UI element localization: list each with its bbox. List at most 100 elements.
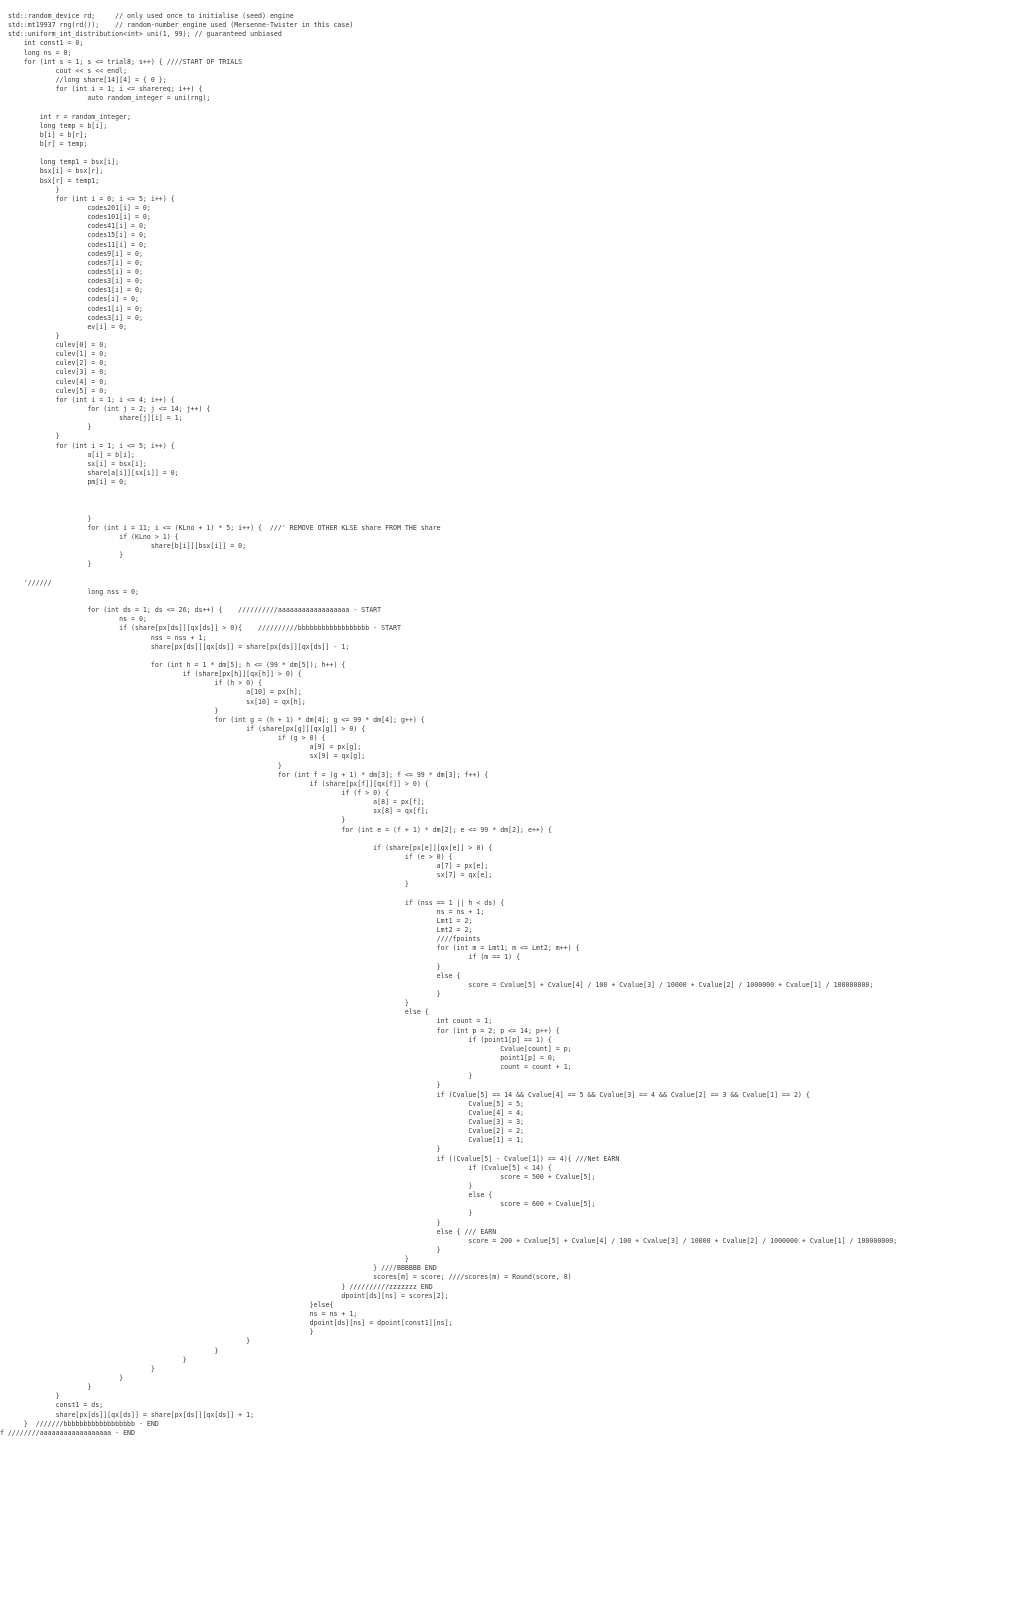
- code-line: a[8] = px[f];: [0, 798, 425, 807]
- code-line: for (int g = (h + 1) * dm[4]; g <= 99 * …: [0, 715, 425, 724]
- code-line: [0, 103, 1024, 112]
- code-line: }: [0, 706, 219, 715]
- code-line: for (int f = (g + 1) * dm[3]; f <= 99 * …: [0, 770, 489, 779]
- code-line: share[j][i] = 1;: [0, 414, 183, 423]
- code-line: if (KLno > 1) {: [0, 533, 179, 542]
- code-line: culev[3] = 0;: [0, 368, 108, 377]
- code-line: }: [0, 816, 346, 825]
- code-line: b[i] = b[r];: [0, 130, 88, 139]
- code-line: int r = random_integer;: [0, 112, 132, 121]
- code-line: }: [0, 1373, 124, 1382]
- code-line: codes41[i] = 0;: [0, 222, 147, 231]
- code-line: codes[i] = 0;: [0, 295, 139, 304]
- code-line: }: [0, 1364, 155, 1373]
- code-line: Lmt1 = 2;: [0, 916, 473, 925]
- code-line: codes5[i] = 0;: [0, 267, 143, 276]
- code-line: } //////////zzzzzzz END: [0, 1282, 433, 1291]
- code-line: Cvalue[1] = 1;: [0, 1136, 525, 1145]
- code-line: if (share[px[f]][qx[f]] > 0) {: [0, 779, 429, 788]
- code-line: }: [0, 1145, 441, 1154]
- code-line: [0, 506, 1024, 515]
- code-line: cout << s << endl;: [0, 66, 128, 75]
- code-line: std::uniform_int_distribution<int> uni(1…: [0, 30, 282, 39]
- code-line: }: [0, 1245, 441, 1254]
- code-line: }: [0, 962, 441, 971]
- code-line: }: [0, 990, 441, 999]
- code-line: codes3[i] = 0;: [0, 277, 143, 286]
- code-line: nss = nss + 1;: [0, 633, 207, 642]
- code-line: }: [0, 761, 282, 770]
- code-line: if (share[px[ds]][qx[ds]] > 0){ ////////…: [0, 624, 401, 633]
- code-line: if ((Cvalue[5] - Cvalue[1]) == 4){ ///Ne…: [0, 1154, 620, 1163]
- code-line: sx[8] = qx[f];: [0, 807, 429, 816]
- code-line: codes15[i] = 0;: [0, 231, 147, 240]
- code-line: '//////: [0, 578, 52, 587]
- code-line: }: [0, 1072, 473, 1081]
- code-line: sx[i] = bsx[i];: [0, 459, 147, 468]
- code-line: long temp = b[i];: [0, 121, 108, 130]
- code-line: if (g > 0) {: [0, 734, 326, 743]
- code-line: culev[2] = 0;: [0, 359, 108, 368]
- code-line: }: [0, 1328, 314, 1337]
- code-line: if (m == 1) {: [0, 953, 521, 962]
- code-line: for (int ds = 1; ds <= 26; ds++) { /////…: [0, 606, 382, 615]
- code-line: [0, 496, 1024, 505]
- code-line: Cvalue[5] = 5;: [0, 1099, 525, 1108]
- code-line: if (e > 0) {: [0, 852, 453, 861]
- code-line: Cvalue[3] = 3;: [0, 1118, 525, 1127]
- code-line: ns = ns + 1;: [0, 1309, 358, 1318]
- code-line: [0, 652, 1024, 661]
- code-line: a[10] = px[h];: [0, 688, 302, 697]
- code-line: if (Cvalue[5] < 14) {: [0, 1163, 552, 1172]
- code-line: sx[10] = qx[h];: [0, 697, 306, 706]
- code-line: culev[0] = 0;: [0, 341, 108, 350]
- code-line: }: [0, 1209, 473, 1218]
- code-line: for (int e = (f + 1) * dm[2]; e <= 99 * …: [0, 825, 552, 834]
- code-line: const1 = ds;: [0, 1401, 104, 1410]
- code-line: codes11[i] = 0;: [0, 240, 147, 249]
- code-line: f ////////aaaaaaaaaaaaaaaaaa - END: [0, 1428, 135, 1437]
- code-line: point1[p] = 0;: [0, 1054, 556, 1063]
- code-line: for (int i = 1; i <= 5; i++) {: [0, 441, 175, 450]
- code-listing: std::random_device rd; // only used once…: [0, 12, 1024, 1438]
- code-line: } ////BBBBBB END: [0, 1264, 437, 1273]
- code-line: dpoint[ds][ns] = scores[2];: [0, 1291, 449, 1300]
- code-line: Cvalue[count] = p;: [0, 1044, 572, 1053]
- code-line: }: [0, 1182, 473, 1190]
- code-line: }: [0, 1392, 60, 1401]
- code-line: std::mt19937 rng(rd()); // random-number…: [0, 21, 354, 30]
- code-line: }: [0, 1346, 219, 1355]
- code-line: if (share[px[g]][qx[g]] > 0) {: [0, 724, 366, 733]
- code-line: score = Cvalue[5] + Cvalue[4] / 100 + Cv…: [0, 980, 874, 989]
- code-line: ns = 0;: [0, 615, 147, 624]
- code-line: for (int s = 1; s <= trial8; s++) { ////…: [0, 57, 243, 66]
- code-line: codes1[i] = 0;: [0, 286, 143, 295]
- code-line: int const1 = 0;: [0, 39, 84, 48]
- code-line: codes201[i] = 0;: [0, 203, 151, 212]
- code-line: [0, 149, 1024, 158]
- code-line: long nss = 0;: [0, 587, 139, 596]
- code-line: culev[5] = 0;: [0, 386, 108, 395]
- code-line: pm[i] = 0;: [0, 478, 128, 487]
- code-line: }: [0, 1081, 441, 1090]
- code-line: [0, 570, 1024, 579]
- code-line: //long share[14][4] = { 0 };: [0, 75, 167, 84]
- code-line: codes101[i] = 0;: [0, 213, 151, 222]
- code-line: scores[m] = score; ////scores(m) = Round…: [0, 1273, 572, 1282]
- code-line: for (int j = 2; j <= 14; j++) {: [0, 405, 211, 414]
- code-line: codes3[i] = 0;: [0, 313, 143, 322]
- code-line: a[9] = px[g];: [0, 743, 362, 752]
- code-line: Cvalue[2] = 2;: [0, 1127, 525, 1136]
- code-line: }: [0, 880, 409, 889]
- code-line: score = 600 + Cvalue[5];: [0, 1200, 596, 1209]
- code-line: bsx[r] = temp1;: [0, 176, 100, 185]
- code-line: }: [0, 423, 92, 432]
- code-line: share[a[i]][sx[i]] = 0;: [0, 469, 179, 478]
- code-line: std::random_device rd; // only used once…: [0, 12, 294, 20]
- code-line: else {: [0, 1008, 429, 1017]
- code-line: score = 200 + Cvalue[5] + Cvalue[4] / 10…: [0, 1236, 898, 1245]
- code-line: ////fpoints: [0, 935, 481, 944]
- code-line: count = count + 1;: [0, 1063, 572, 1072]
- code-line: b[r] = temp;: [0, 139, 88, 148]
